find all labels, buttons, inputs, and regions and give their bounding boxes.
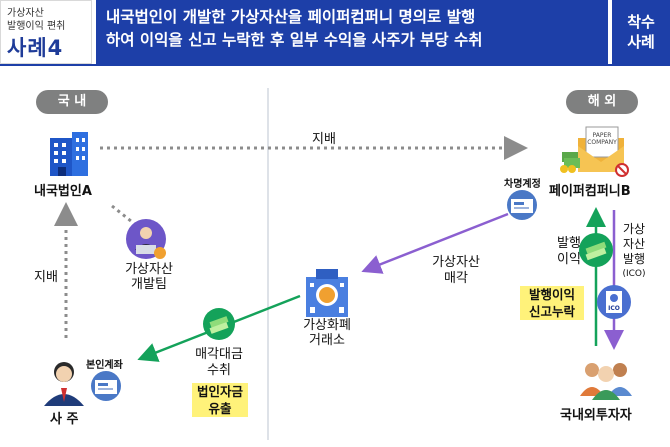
paper-doc-line1: PAPER <box>593 132 612 139</box>
sale-label: 가상자산 매각 <box>426 255 486 287</box>
owner-account-label: 본인계좌 <box>86 360 123 371</box>
category-line2: 발행이익 편취 <box>7 21 66 32</box>
proceeds-line2: 수취 <box>207 363 231 378</box>
issuance-line1: 가상 <box>622 222 646 236</box>
category-line1: 가상자산 <box>7 8 44 19</box>
proceeds-line1: 매각대금 <box>195 347 243 362</box>
paper-company-label: 페이퍼컴퍼니B <box>549 184 631 199</box>
money-icon <box>202 307 236 345</box>
dev-team-line2: 개발팀 <box>131 277 167 292</box>
dev-team-connector <box>111 204 137 227</box>
control-label-left: 지배 <box>34 270 58 285</box>
issue-profit-line2: 이익 <box>557 252 581 267</box>
nominee-account-icon <box>502 189 542 225</box>
badge-line1: 착수 <box>627 13 655 31</box>
owner-person-icon <box>40 358 90 410</box>
embezzle-line2: 유출 <box>192 400 248 417</box>
status-badge: 착수 사례 <box>612 0 670 64</box>
exchange-label: 가상화폐 거래소 <box>294 318 360 348</box>
profit-money-icon <box>578 232 614 272</box>
exchange-line2: 거래소 <box>309 333 345 348</box>
dev-team-line1: 가상자산 <box>125 262 173 277</box>
proceeds-label: 매각대금 수취 <box>188 347 250 379</box>
domestic-corp-label: 내국법인A <box>34 184 92 199</box>
sale-line1: 가상자산 <box>432 255 480 270</box>
page-title: 내국법인이 개발한 가상자산을 페이퍼컴퍼니 명의로 발행 하여 이익을 신고 … <box>96 0 608 64</box>
case-label: 사례4 <box>7 36 64 60</box>
dev-team-label: 가상자산 개발팀 <box>114 262 184 292</box>
header-divider <box>0 64 670 66</box>
ico-document-icon: ICO <box>596 284 632 324</box>
control-label-top: 지배 <box>312 132 336 147</box>
sale-arrow <box>361 212 509 274</box>
domestic-region-pill: 국 내 <box>36 90 108 114</box>
embezzle-line1: 법인자금 <box>192 383 248 400</box>
building-icon <box>44 128 94 182</box>
investors-group-icon <box>578 356 634 404</box>
case-label-box: 가상자산 발행이익 편취 사례4 <box>0 0 92 64</box>
unreported-line1: 발행이익 <box>520 286 584 303</box>
exchange-building-icon <box>302 265 352 321</box>
paper-company-icon: PAPER COMPANY <box>556 124 630 182</box>
badge-line2: 사례 <box>627 33 655 51</box>
unreported-highlight: 발행이익 신고누락 <box>520 286 584 320</box>
owner-account-icon <box>86 370 126 406</box>
issuance-line4: (ICO) <box>622 269 646 279</box>
investors-label: 국내외투자자 <box>560 408 632 423</box>
issuance-label: 가상 자산 발행 (ICO) <box>620 222 648 282</box>
ico-tag: ICO <box>608 305 620 312</box>
issuance-line2: 자산 <box>622 237 646 251</box>
title-line1: 내국법인이 개발한 가상자산을 페이퍼컴퍼니 명의로 발행 <box>106 8 476 26</box>
overseas-region-pill: 해 외 <box>566 90 638 114</box>
unreported-line2: 신고누락 <box>520 303 584 320</box>
developer-team-icon <box>124 217 168 265</box>
exchange-line1: 가상화폐 <box>303 318 351 333</box>
owner-label: 사 주 <box>50 412 79 427</box>
embezzle-highlight: 법인자금 유출 <box>192 383 248 417</box>
issue-profit-label: 발행 이익 <box>552 236 586 268</box>
paper-doc-line2: COMPANY <box>587 139 617 146</box>
nominee-account-label: 차명계정 <box>504 179 541 190</box>
sale-line2: 매각 <box>444 271 468 286</box>
issuance-line3: 발행 <box>622 252 646 266</box>
title-line2: 하여 이익을 신고 누락한 후 일부 수익을 사주가 부당 수취 <box>106 31 483 49</box>
issue-profit-line1: 발행 <box>557 236 581 251</box>
